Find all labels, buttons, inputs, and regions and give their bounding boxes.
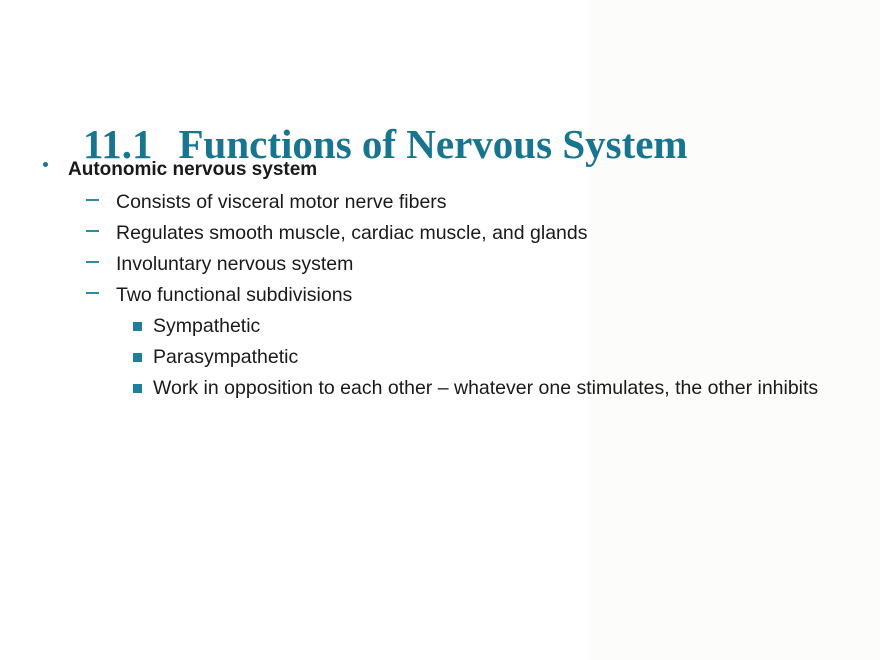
slide-title-number: 11.1 (83, 121, 153, 167)
outline-item-level2: Consists of visceral motor nerve fibers (86, 190, 447, 215)
outline-item-level3: Work in opposition to each other – whate… (133, 376, 818, 401)
outline-item-level2: Involuntary nervous system (86, 252, 353, 277)
outline-item-level3: Sympathetic (133, 314, 260, 339)
outline-item-label: Two functional subdivisions (116, 284, 353, 306)
outline-item-level1: Autonomic nervous system (40, 159, 317, 181)
outline-item-level2: Regulates smooth muscle, cardiac muscle,… (86, 221, 588, 246)
slide-title: 11.1 Functions of Nervous System (42, 72, 688, 216)
outline-item-level2: Two functional subdivisions (86, 283, 352, 308)
square-bullet-icon (133, 376, 153, 401)
outline-item-label: Regulates smooth muscle, cardiac muscle,… (116, 222, 588, 244)
dot-bullet-icon (40, 159, 68, 181)
outline-item-level3: Parasympathetic (133, 345, 298, 370)
outline-item-label: Autonomic nervous system (68, 159, 318, 180)
background-panel-right (590, 0, 880, 660)
dash-bullet-icon (86, 190, 116, 215)
square-bullet-icon (133, 314, 153, 339)
dash-bullet-icon (86, 221, 116, 246)
dash-bullet-icon (86, 252, 116, 277)
outline-item-label: Parasympathetic (153, 346, 299, 368)
outline-item-label: Sympathetic (153, 315, 261, 337)
outline-item-label: Involuntary nervous system (116, 253, 354, 275)
outline-item-label: Work in opposition to each other – whate… (153, 377, 819, 399)
square-bullet-icon (133, 345, 153, 370)
dash-bullet-icon (86, 283, 116, 308)
outline-item-label: Consists of visceral motor nerve fibers (116, 191, 447, 213)
slide-title-text: Functions of Nervous System (178, 121, 688, 167)
